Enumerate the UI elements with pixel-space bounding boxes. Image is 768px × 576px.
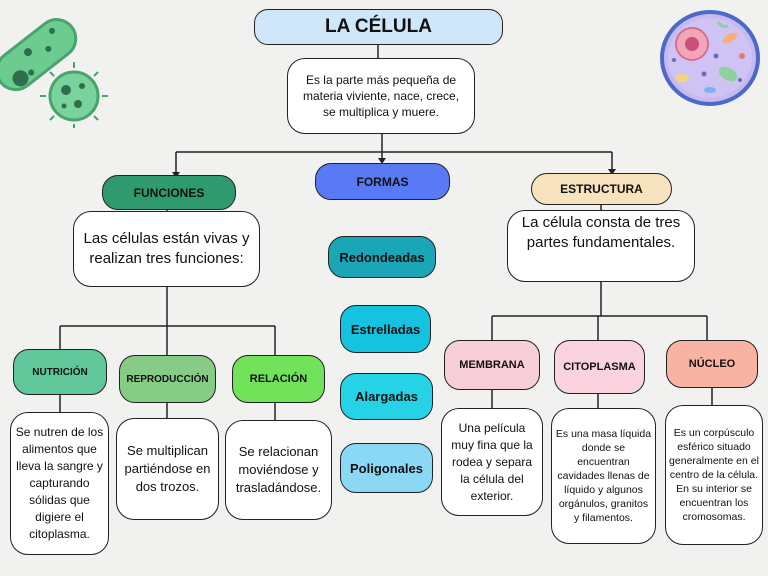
- estructura-label-text: ESTRUCTURA: [560, 182, 643, 196]
- citoplasma-label: CITOPLASMA: [554, 340, 645, 394]
- forma-estrelladas-text: Estrelladas: [350, 321, 421, 337]
- relacion-text: Se relacionan moviéndose y trasladándose…: [235, 444, 322, 495]
- forma-poligonales: Poligonales: [340, 443, 433, 493]
- nucleo-text: Es un corpúsculo esférico situado genera…: [669, 427, 759, 523]
- relacion-label: RELACIÓN: [232, 355, 325, 403]
- funciones-description-text: Las células están vivas y realizan tres …: [83, 230, 250, 267]
- page-title: LA CÉLULA: [254, 9, 503, 45]
- membrana-text-box: Una película muy fina que la rodea y sep…: [441, 408, 543, 516]
- nutricion-text: Se nutren de los alimentos que lleva la …: [15, 425, 104, 541]
- definition-box: Es la parte más pequeña de materia vivie…: [287, 58, 475, 134]
- forma-redondeadas-text: Redondeadas: [339, 249, 425, 265]
- funciones-label-text: FUNCIONES: [133, 185, 205, 200]
- membrana-text: Una película muy fina que la rodea y sep…: [451, 420, 533, 503]
- reproduccion-label-text: REPRODUCCIÓN: [126, 373, 209, 385]
- estructura-description: La célula consta de tres partes fundamen…: [507, 210, 695, 282]
- citoplasma-text: Es una masa líquida donde se encuentran …: [555, 428, 652, 524]
- relacion-text-box: Se relacionan moviéndose y trasladándose…: [225, 420, 332, 520]
- formas-label: FORMAS: [315, 163, 450, 200]
- forma-poligonales-text: Poligonales: [350, 460, 423, 476]
- reproduccion-label: REPRODUCCIÓN: [119, 355, 216, 403]
- forma-alargadas-text: Alargadas: [355, 389, 418, 404]
- formas-label-text: FORMAS: [356, 174, 409, 189]
- forma-estrelladas: Estrelladas: [340, 305, 431, 353]
- membrana-label-text: MEMBRANA: [459, 359, 525, 371]
- nucleo-text-box: Es un corpúsculo esférico situado genera…: [665, 405, 763, 545]
- definition-text: Es la parte más pequeña de materia vivie…: [302, 73, 460, 119]
- forma-redondeadas: Redondeadas: [328, 236, 436, 278]
- funciones-description: Las células están vivas y realizan tres …: [73, 211, 260, 287]
- nucleo-label: NÚCLEO: [666, 340, 758, 388]
- bacteria-icon: [0, 18, 108, 128]
- nutricion-label-text: NUTRICIÓN: [32, 366, 88, 378]
- page-title-text: LA CÉLULA: [325, 16, 432, 37]
- membrana-label: MEMBRANA: [444, 340, 540, 390]
- reproduccion-text-box: Se multiplican partiéndose en dos trozos…: [116, 418, 219, 520]
- citoplasma-text-box: Es una masa líquida donde se encuentran …: [551, 408, 656, 544]
- animal-cell-icon: [660, 10, 760, 106]
- forma-alargadas: Alargadas: [340, 373, 433, 420]
- estructura-label: ESTRUCTURA: [531, 173, 672, 205]
- nucleo-label-text: NÚCLEO: [688, 358, 736, 370]
- reproduccion-text: Se multiplican partiéndose en dos trozos…: [124, 443, 211, 494]
- citoplasma-label-text: CITOPLASMA: [563, 361, 636, 373]
- estructura-description-text: La célula consta de tres partes fundamen…: [521, 214, 681, 251]
- nutricion-text-box: Se nutren de los alimentos que lleva la …: [10, 412, 109, 555]
- funciones-label: FUNCIONES: [102, 175, 236, 210]
- relacion-label-text: RELACIÓN: [249, 373, 308, 385]
- nutricion-label: NUTRICIÓN: [13, 349, 107, 395]
